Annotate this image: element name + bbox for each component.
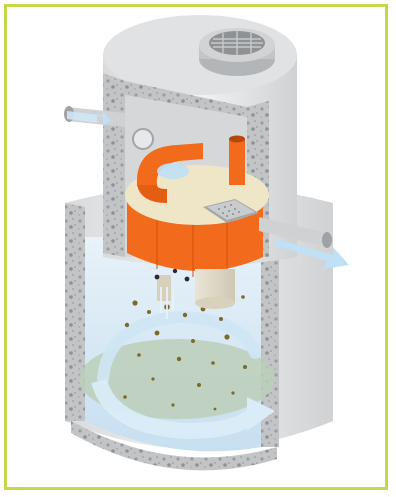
tank-illustration <box>7 7 391 493</box>
inlet-opening <box>133 129 153 149</box>
drop-tube <box>157 275 171 301</box>
vent-pipe <box>229 139 245 185</box>
manhole-cover <box>199 28 275 76</box>
figure-frame <box>4 4 388 490</box>
channel-flow <box>157 163 189 179</box>
riser-left-wall-cut <box>103 73 125 257</box>
